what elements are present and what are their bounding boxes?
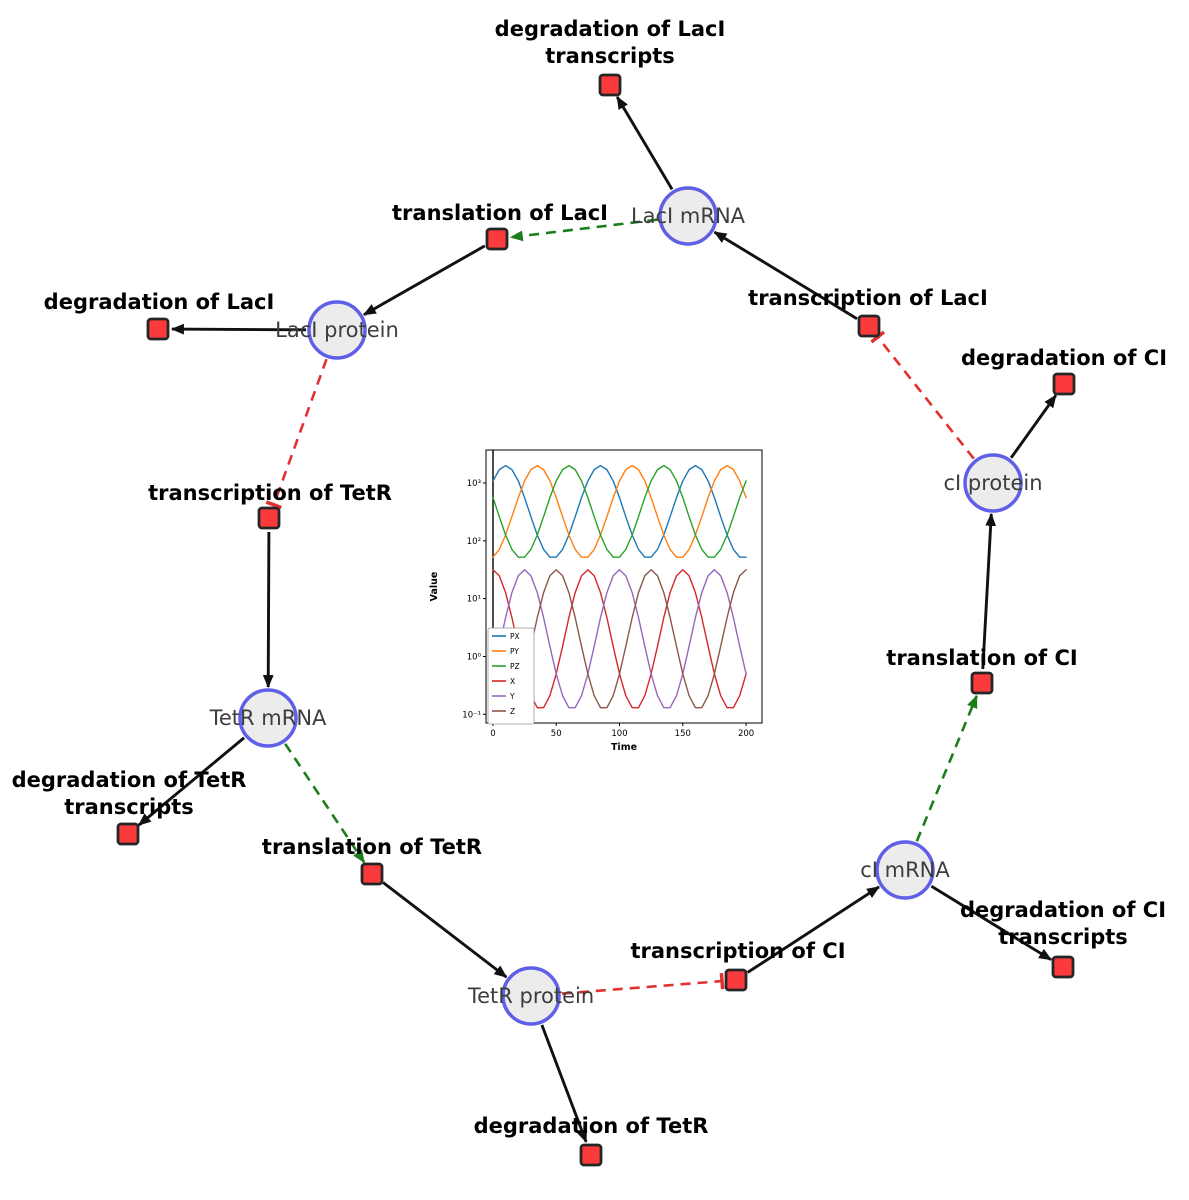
chart-x-tick-label: 0 [490, 729, 495, 739]
species-label-laci_protein: LacI protein [275, 318, 399, 342]
reaction-label-deg_laci_tx-line1: degradation of LacI [495, 17, 726, 41]
chart-series-line-PX [492, 464, 747, 558]
species-node-laci_mrna[interactable] [658, 186, 718, 246]
chart-x-tick-label: 50 [551, 729, 562, 739]
chart-series-line-PY [492, 464, 747, 558]
species-node-tetr_protein[interactable] [501, 966, 561, 1026]
reaction-node-deg_tetr[interactable] [579, 1143, 603, 1167]
species-node-ci_mrna[interactable] [875, 840, 935, 900]
edge-inhibition-laci_protein-to-txn_tetr [265, 358, 328, 510]
edge-consumption-ci_protein-to-deg_ci [1009, 394, 1057, 459]
edge-production-txn_tetr-to-tetr_mrna [262, 531, 274, 689]
chart-y-tick-label: 10² [467, 537, 481, 547]
chart-y-tick-label: 10⁻¹ [462, 710, 481, 720]
reaction-node-deg_laci_tx[interactable] [598, 73, 622, 97]
chart-legend: PX PY PZ XYZ [487, 627, 535, 725]
legend-label-Y: Y [509, 692, 515, 701]
edge-modifier-ci_mrna-to-transl_ci [915, 694, 978, 842]
chart-series-line-Y [492, 568, 747, 709]
reaction-label-deg_laci: degradation of LacI [44, 290, 275, 314]
chart-series-line-Z [492, 568, 747, 709]
edge-consumption-laci_protein-to-deg_laci [170, 323, 307, 335]
reaction-node-transl_ci[interactable] [970, 671, 994, 695]
chart-y-tick-label: 10¹ [467, 595, 481, 605]
reaction-node-deg_ci_tx[interactable] [1051, 955, 1075, 979]
species-label-tetr_protein: TetR protein [467, 984, 594, 1008]
reaction-label-deg_tetr: degradation of TetR [474, 1114, 709, 1138]
edge-production-txn_ci-to-ci_mrna [746, 885, 880, 974]
species-label-ci_protein: cI protein [943, 471, 1042, 495]
chart-series-line-PZ [492, 464, 747, 558]
species-label-tetr_mrna: TetR mRNA [209, 706, 327, 730]
edge-consumption-laci_mrna-to-deg_laci_tx [615, 96, 674, 191]
edge-modifier-laci_mrna-to-transl_laci [509, 218, 658, 242]
species-node-ci_protein[interactable] [963, 453, 1023, 513]
chart-x-tick-label: 150 [675, 729, 691, 739]
edge-consumption-ci_mrna-to-deg_ci_tx [930, 884, 1053, 961]
edge-production-txn_laci-to-laci_mrna [713, 230, 858, 320]
legend-label-X: X [510, 677, 515, 686]
reaction-label-txn_ci: transcription of CI [630, 939, 845, 963]
edge-production-transl_ci-to-ci_protein [981, 512, 997, 670]
nodes-layer [116, 73, 1076, 1167]
chart-x-tick-label: 100 [611, 729, 627, 739]
edges-layer [137, 96, 1057, 1143]
legend-label-PX: PX [510, 632, 520, 641]
reaction-node-txn_laci[interactable] [857, 314, 881, 338]
species-node-tetr_mrna[interactable] [238, 688, 298, 748]
reaction-label-txn_laci: transcription of LacI [748, 286, 988, 310]
reaction-node-deg_ci[interactable] [1052, 372, 1076, 396]
reaction-label-transl_ci: translation of CI [886, 646, 1077, 670]
reaction-label-deg_ci: degradation of CI [961, 346, 1167, 370]
chart-y-tick-label: 10⁰ [467, 653, 482, 663]
edge-inhibition-ci_protein-to-txn_laci [870, 330, 975, 460]
reaction-label-deg_tetr_tx-line1: degradation of TetR [12, 768, 247, 792]
edge-production-transl_tetr-to-tetr_protein [382, 881, 508, 979]
reaction-node-transl_laci[interactable] [485, 227, 509, 251]
reaction-label-deg_ci_tx-line1: degradation of CI [960, 898, 1166, 922]
chart-x-tick-label: 200 [738, 729, 754, 739]
legend-label-PZ: PZ [510, 662, 520, 671]
species-label-ci_mrna: cI mRNA [860, 858, 950, 882]
reaction-node-txn_ci[interactable] [724, 968, 748, 992]
chart-legend-box [487, 627, 535, 725]
reaction-label-deg_tetr_tx-line2: transcripts [64, 795, 194, 819]
chart-y-tick-label: 10³ [467, 479, 481, 489]
reaction-node-deg_tetr_tx[interactable] [116, 822, 140, 846]
reaction-label-txn_tetr: transcription of TetR [148, 481, 392, 505]
legend-label-PY: PY [510, 647, 519, 656]
edge-inhibition-tetr_protein-to-txn_ci [561, 972, 725, 995]
reaction-node-deg_laci[interactable] [146, 317, 170, 341]
reaction-label-transl_laci: translation of LacI [392, 201, 608, 225]
reaction-label-deg_ci_tx-line2: transcripts [998, 925, 1128, 949]
edge-production-transl_laci-to-laci_protein [362, 244, 486, 316]
reaction-label-deg_laci_tx-line2: transcripts [545, 44, 675, 68]
chart-x-axis-label: Time [611, 742, 637, 753]
legend-label-Z: Z [510, 707, 515, 716]
species-node-laci_protein[interactable] [307, 300, 367, 360]
edge-modifier-tetr_mrna-to-transl_tetr [284, 743, 366, 864]
reaction-label-transl_tetr: translation of TetR [262, 835, 482, 859]
edge-consumption-tetr_protein-to-deg_tetr [540, 1024, 588, 1143]
chart-y-axis-label: Value [429, 572, 440, 602]
reaction-node-txn_tetr[interactable] [257, 506, 281, 530]
edge-consumption-tetr_mrna-to-deg_tetr_tx [137, 736, 246, 827]
reaction-node-transl_tetr[interactable] [360, 862, 384, 886]
species-label-laci_mrna: LacI mRNA [631, 204, 746, 228]
